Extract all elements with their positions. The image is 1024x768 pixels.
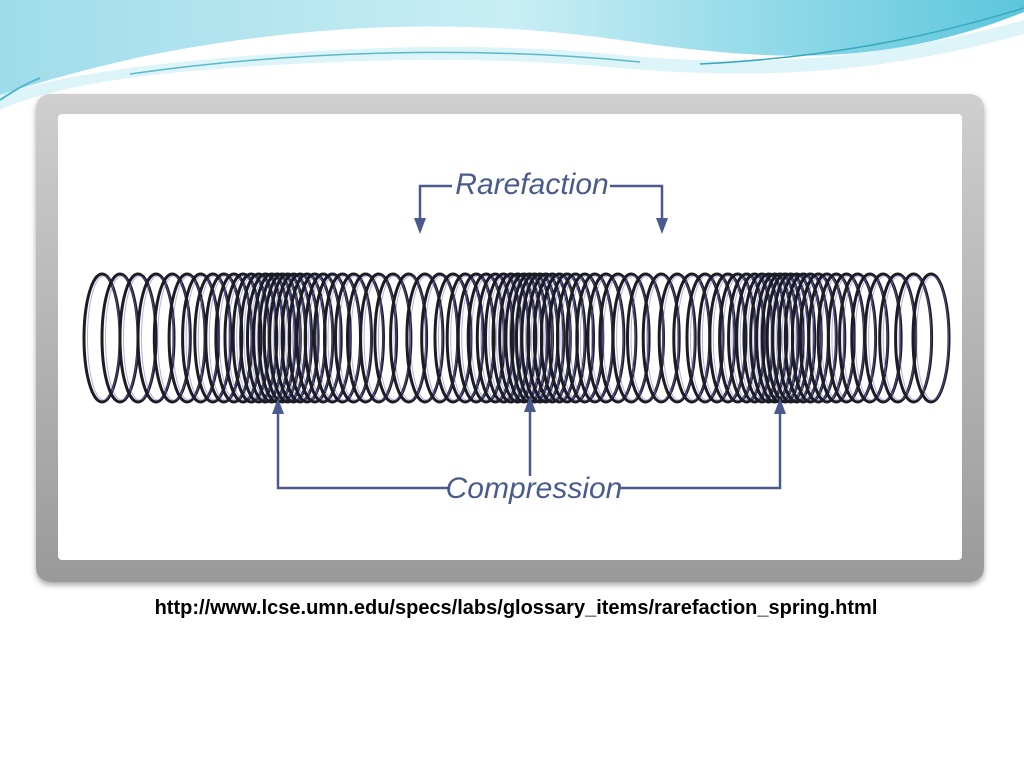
- spring-coil-highlight: [602, 275, 636, 401]
- spring-wave-diagram: Rarefaction Compression: [82, 168, 951, 505]
- spring-coil-highlight: [350, 275, 384, 401]
- spring-coil-highlight: [616, 275, 650, 401]
- spring-coil-highlight: [590, 275, 624, 401]
- rarefaction-label: Rarefaction: [455, 168, 608, 201]
- compression-arrow-left: [272, 398, 284, 414]
- spring-coil-highlight: [157, 275, 191, 401]
- spring-coil-highlight: [882, 275, 916, 401]
- spring-coil-highlight: [393, 275, 427, 401]
- spring-coil-highlight: [185, 275, 219, 401]
- compression-bracket: [276, 410, 782, 490]
- spring-coil-highlight: [842, 275, 876, 401]
- compression-arrow-right: [774, 398, 786, 414]
- spring-coil-highlight: [409, 275, 443, 401]
- spring-coil-highlight: [803, 275, 837, 401]
- spring-coils: [82, 272, 951, 404]
- spring-coil-highlight: [552, 275, 586, 401]
- spring-coil-highlight: [646, 275, 680, 401]
- spring-coil-highlight: [868, 275, 902, 401]
- spring-coil-highlight: [141, 275, 174, 401]
- spring-coil-highlight: [701, 275, 735, 401]
- image-frame: Rarefaction Compression: [36, 94, 984, 582]
- compression-label: Compression: [446, 472, 623, 505]
- spring-coil-highlight: [338, 275, 372, 401]
- spring-coil-highlight: [438, 275, 471, 401]
- spring-coil-highlight: [898, 275, 932, 401]
- rarefaction-bracket: [418, 184, 664, 220]
- spring-coil-highlight: [854, 275, 888, 401]
- spring-coil-highlight: [197, 275, 231, 401]
- spring-coil-highlight: [811, 275, 845, 401]
- spring-coil-highlight: [722, 275, 756, 401]
- spring-coil-highlight: [308, 275, 342, 401]
- spring-coil-highlight: [299, 275, 333, 401]
- spring-coil-highlight: [662, 275, 696, 401]
- decorative-wave-header: [0, 0, 1024, 110]
- spring-coil-highlight: [317, 275, 351, 401]
- spring-coil-highlight: [916, 275, 949, 401]
- source-url: http://www.lcse.umn.edu/specs/labs/gloss…: [154, 597, 878, 619]
- spring-coil-highlight: [560, 275, 594, 401]
- spring-coil-highlight: [569, 275, 603, 401]
- spring-coil-highlight: [450, 275, 484, 401]
- compression-arrow-center: [524, 396, 536, 412]
- rarefaction-arrow-left: [414, 218, 426, 234]
- spring-coil-highlight: [821, 275, 855, 401]
- rarefaction-arrow-right: [656, 218, 668, 234]
- spring-coil-highlight: [363, 275, 397, 401]
- image-area: Rarefaction Compression: [58, 114, 962, 560]
- spring-coil-highlight: [690, 275, 723, 401]
